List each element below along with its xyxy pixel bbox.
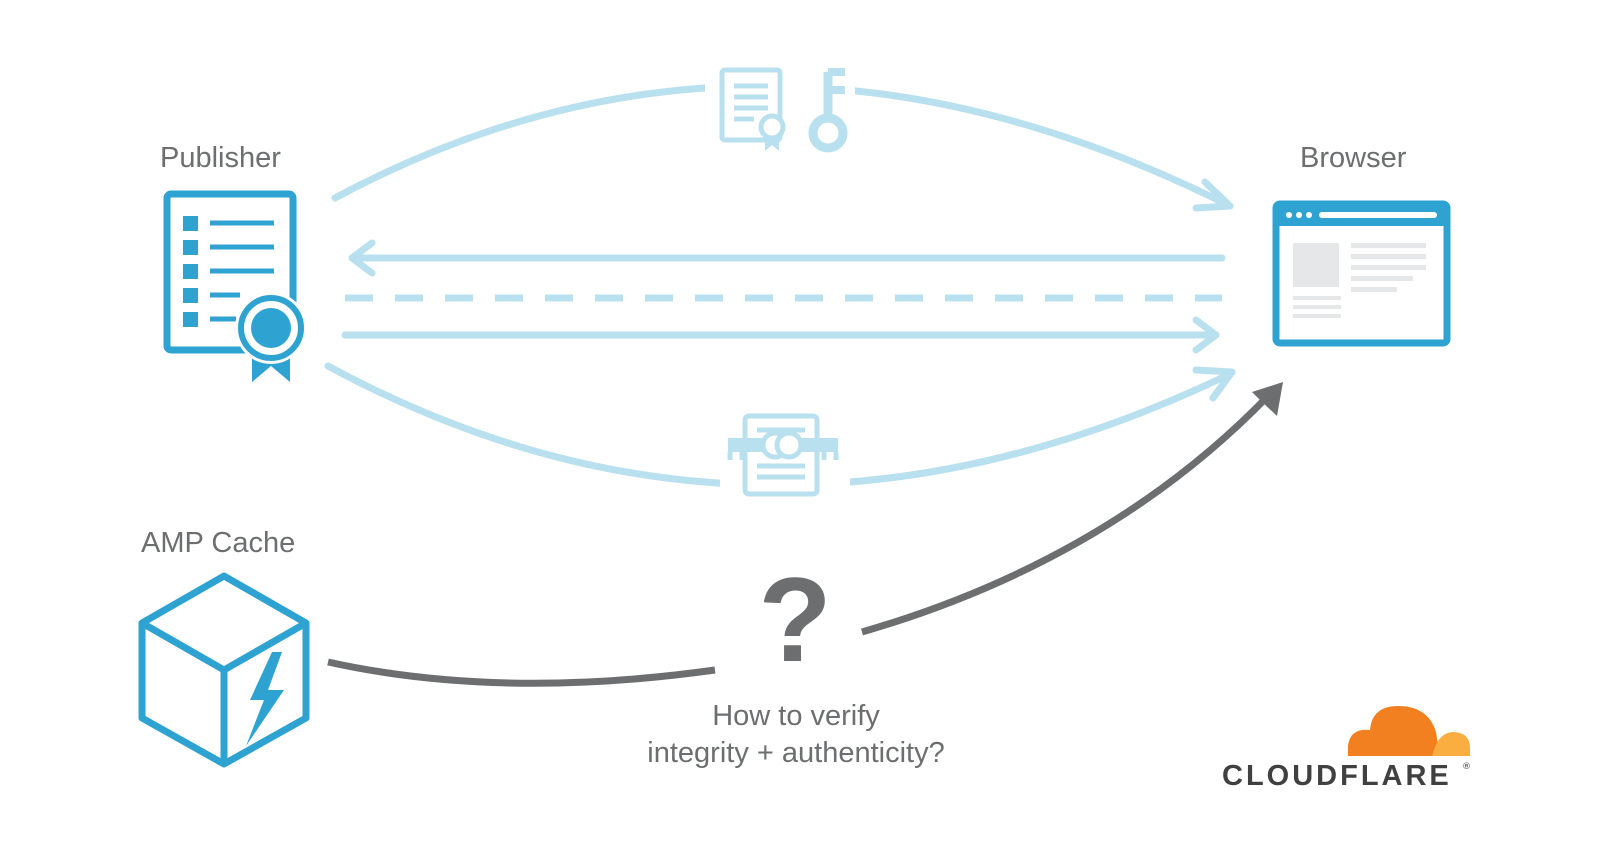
amp-cache-label: AMP Cache — [141, 527, 296, 559]
gray-arrowhead — [1252, 382, 1283, 416]
bottom-arc-arrowhead — [1192, 366, 1236, 402]
return-arrowhead — [348, 239, 376, 277]
forward-arrowhead — [1192, 316, 1220, 354]
question-line-1: How to verify — [712, 700, 880, 732]
unverified-path-arrow — [861, 391, 1273, 636]
certificate-document-icon — [163, 190, 307, 382]
verification-question: How to verify integrity + authenticity? — [586, 698, 1006, 772]
unverified-path — [327, 658, 716, 687]
lightning-box-icon — [138, 572, 310, 768]
cloud-logo — [1348, 706, 1470, 762]
certificate-key-icon — [719, 67, 848, 153]
question-line-2: integrity + authenticity? — [647, 737, 945, 769]
signed-document-icon — [727, 413, 839, 497]
question-mark: ? — [758, 553, 832, 687]
top-arc-arrowhead — [1192, 178, 1234, 212]
browser-window-icon — [1272, 200, 1451, 347]
browser-label: Browser — [1300, 142, 1407, 174]
publisher-label: Publisher — [160, 142, 281, 174]
brand-wordmark: CLOUDFLARE — [1222, 760, 1452, 792]
brand-registered-mark: ® — [1462, 762, 1471, 772]
